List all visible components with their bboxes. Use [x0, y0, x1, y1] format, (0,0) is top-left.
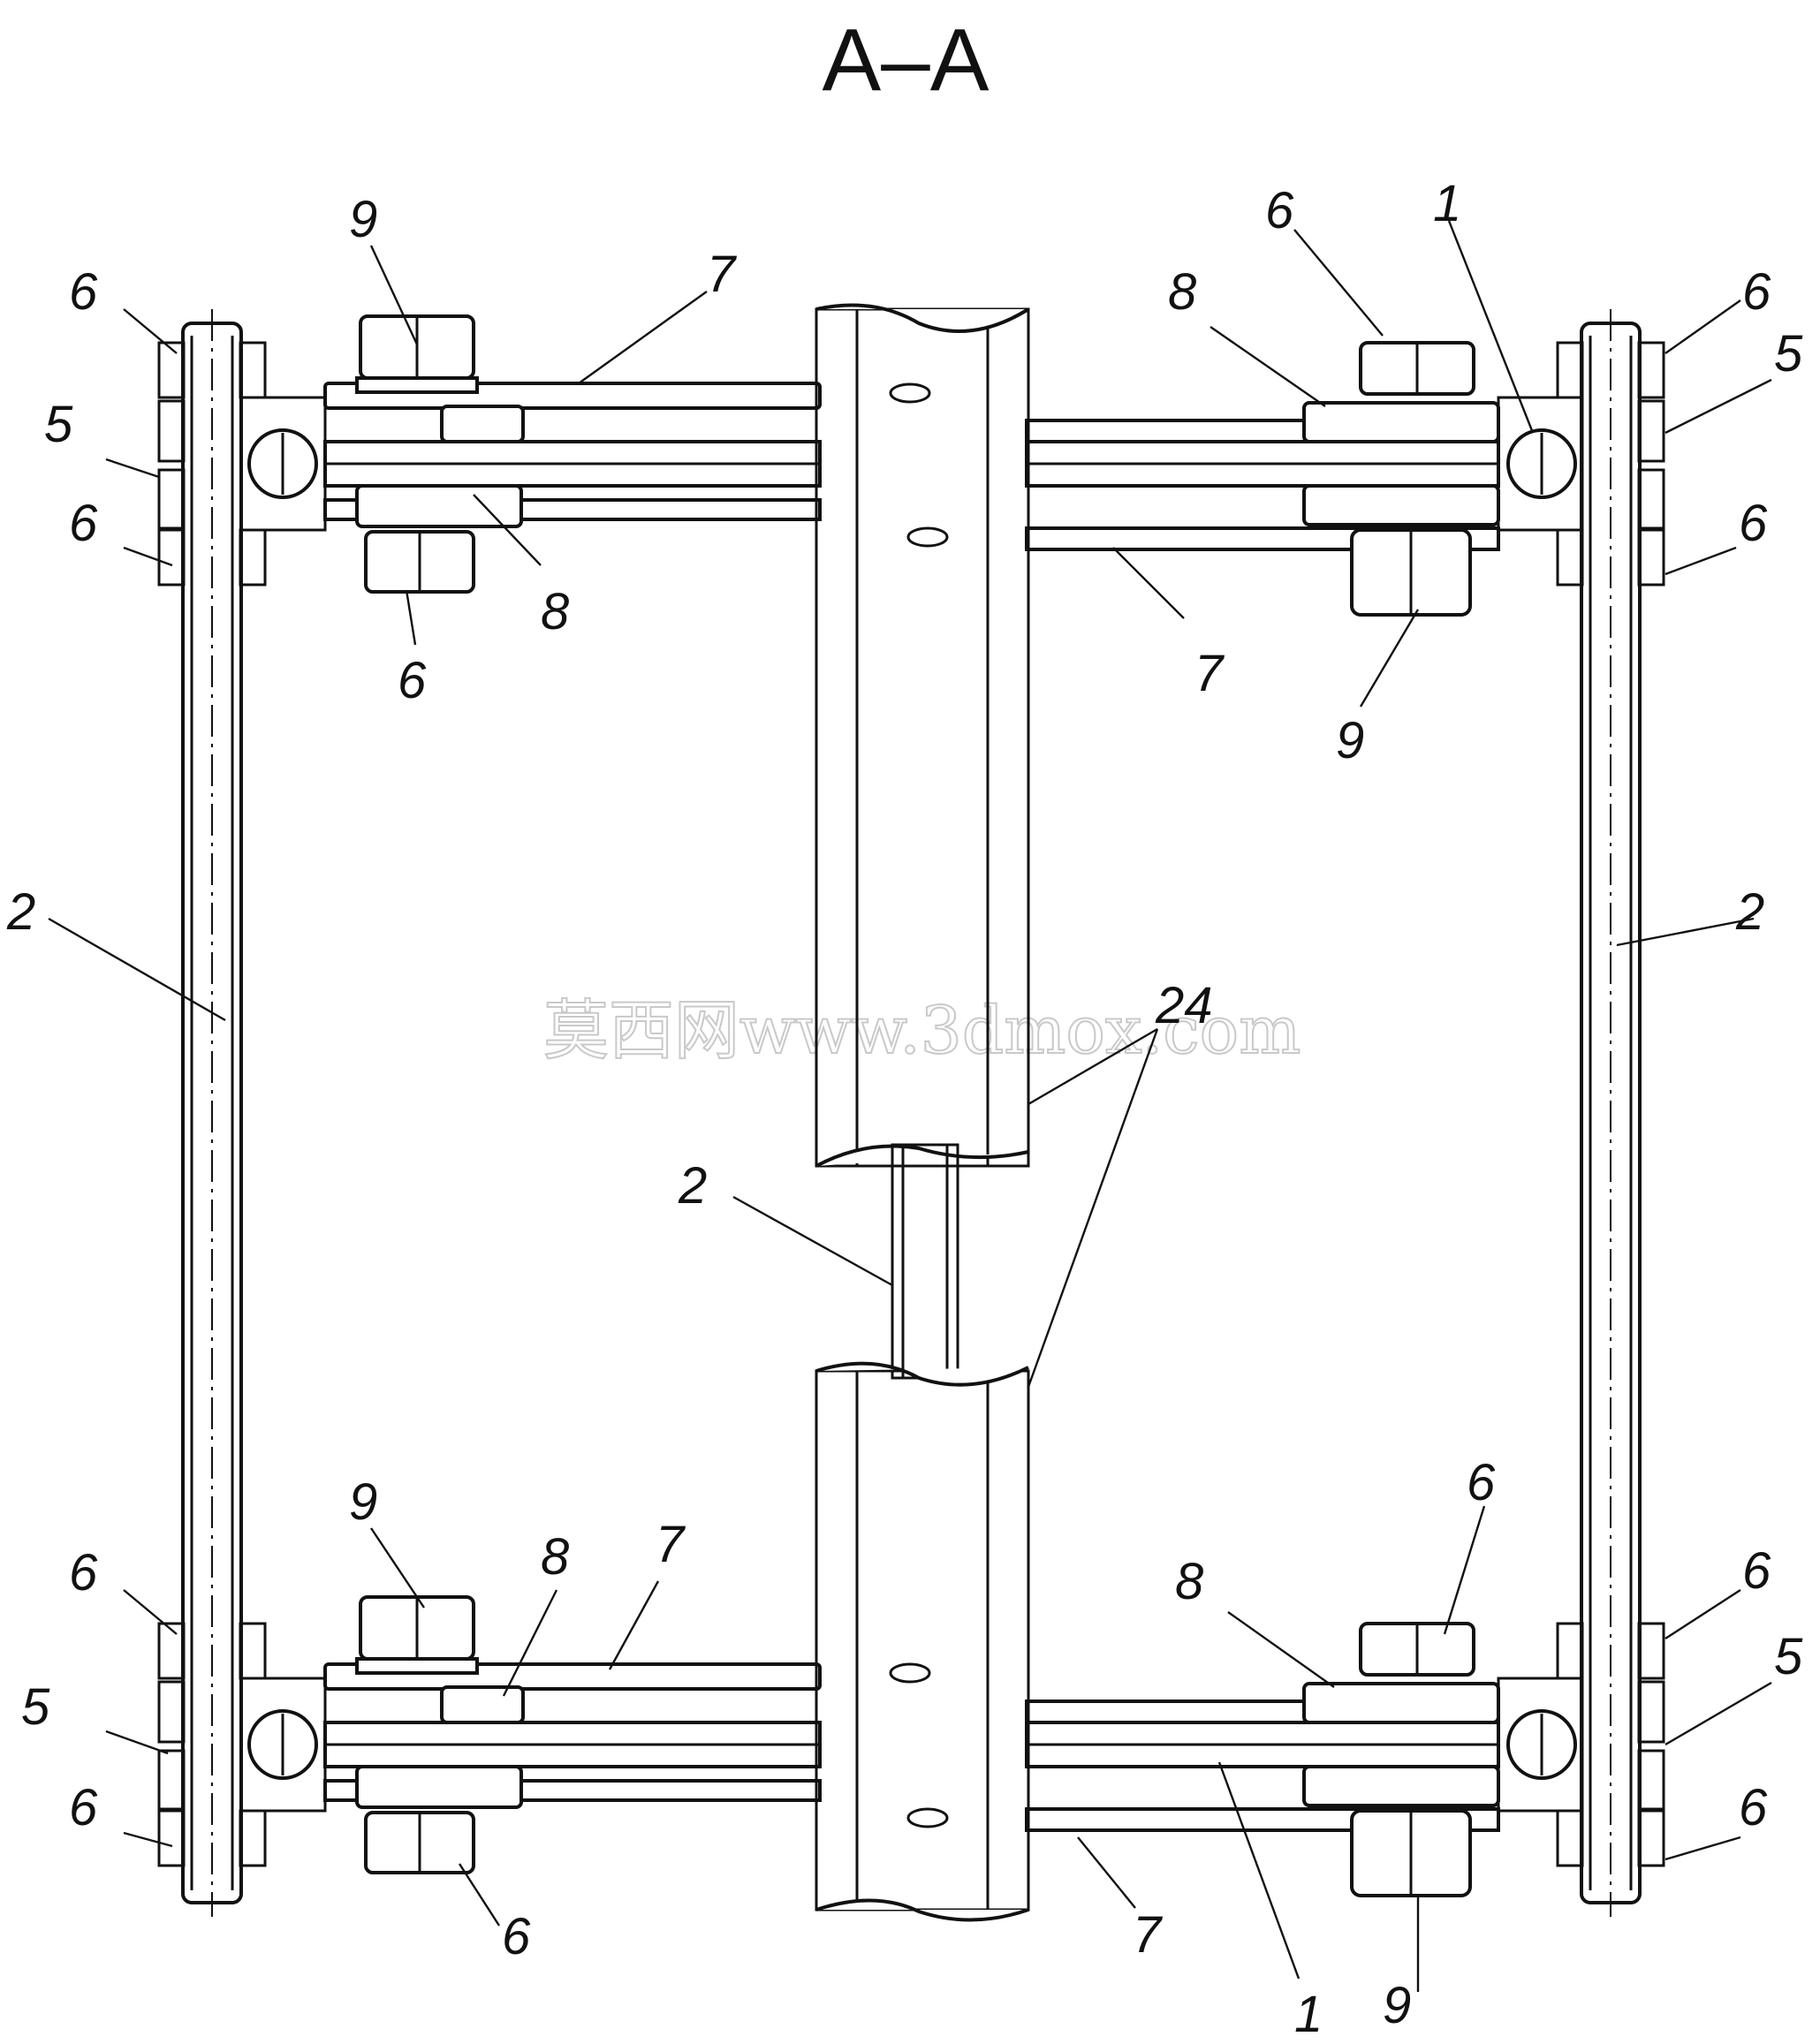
label-24-center: 24	[1155, 977, 1213, 1034]
clamp-bottom-right	[1497, 1677, 1584, 1813]
label-8-top-left: 8	[541, 583, 569, 640]
clamp-top-right	[1497, 396, 1584, 532]
label-2-center: 2	[678, 1157, 707, 1215]
label-8-top-right: 8	[1168, 263, 1196, 321]
label-6-bottom-right-a: 6	[1467, 1454, 1496, 1511]
center-rod	[891, 1143, 959, 1380]
label-6-bottom-right-c: 6	[1739, 1779, 1768, 1836]
label-7-top-left: 7	[707, 246, 738, 303]
label-6-top-right-a: 6	[1265, 182, 1294, 239]
label-8-bottom-right: 8	[1175, 1553, 1203, 1610]
center-pipe-upper	[815, 303, 1030, 1168]
bolt-top-left	[355, 314, 525, 594]
label-6-top-right-c: 6	[1739, 495, 1768, 552]
label-2-right: 2	[1735, 883, 1764, 941]
bolt-top-right	[1302, 341, 1500, 617]
label-6-bottom-left-c: 6	[502, 1908, 531, 1965]
label-7-top-right: 7	[1194, 645, 1225, 702]
label-7-bottom-left: 7	[656, 1516, 686, 1573]
label-6-bottom-left-b: 6	[69, 1779, 98, 1836]
label-6-bottom-left-a: 6	[69, 1544, 98, 1601]
label-6-top-left-c: 6	[398, 652, 427, 709]
label-9-bottom-left: 9	[349, 1473, 377, 1531]
label-6-top-left-a: 6	[69, 263, 98, 321]
label-1-bottom-right: 1	[1294, 1986, 1323, 2043]
label-7-bottom-right: 7	[1133, 1906, 1164, 1964]
clamp-bottom-left	[239, 1677, 327, 1813]
clamp-top-left	[239, 396, 327, 532]
watermark: 莫西网www.3dmox.com	[543, 993, 1301, 1069]
label-5-bottom-left: 5	[21, 1678, 50, 1736]
label-5-top-left: 5	[44, 396, 73, 453]
left-rod	[181, 309, 243, 1917]
part-labels: 9 7 6 5 6 8 6 6 1 8 6 5 6 7 9 2 2 2 24 9…	[6, 175, 1803, 2043]
section-title: A–A	[822, 11, 989, 110]
bolt-bottom-right	[1302, 1622, 1500, 1897]
label-9-bottom-right: 9	[1383, 1977, 1411, 2034]
leader-lines	[48, 220, 1772, 1992]
right-rod	[1580, 309, 1642, 1917]
label-8-bottom-left: 8	[541, 1528, 569, 1586]
label-9-top-right: 9	[1336, 712, 1364, 769]
label-9-top-left: 9	[349, 191, 377, 248]
label-6-top-right-b: 6	[1742, 263, 1771, 321]
label-5-bottom-right: 5	[1774, 1628, 1803, 1685]
label-5-top-right: 5	[1774, 325, 1803, 382]
label-6-top-left-b: 6	[69, 495, 98, 552]
label-1-top-right: 1	[1433, 175, 1461, 232]
label-2-left: 2	[6, 883, 35, 941]
center-pipe-lower	[815, 1361, 1030, 1922]
label-6-bottom-right-b: 6	[1742, 1542, 1771, 1600]
